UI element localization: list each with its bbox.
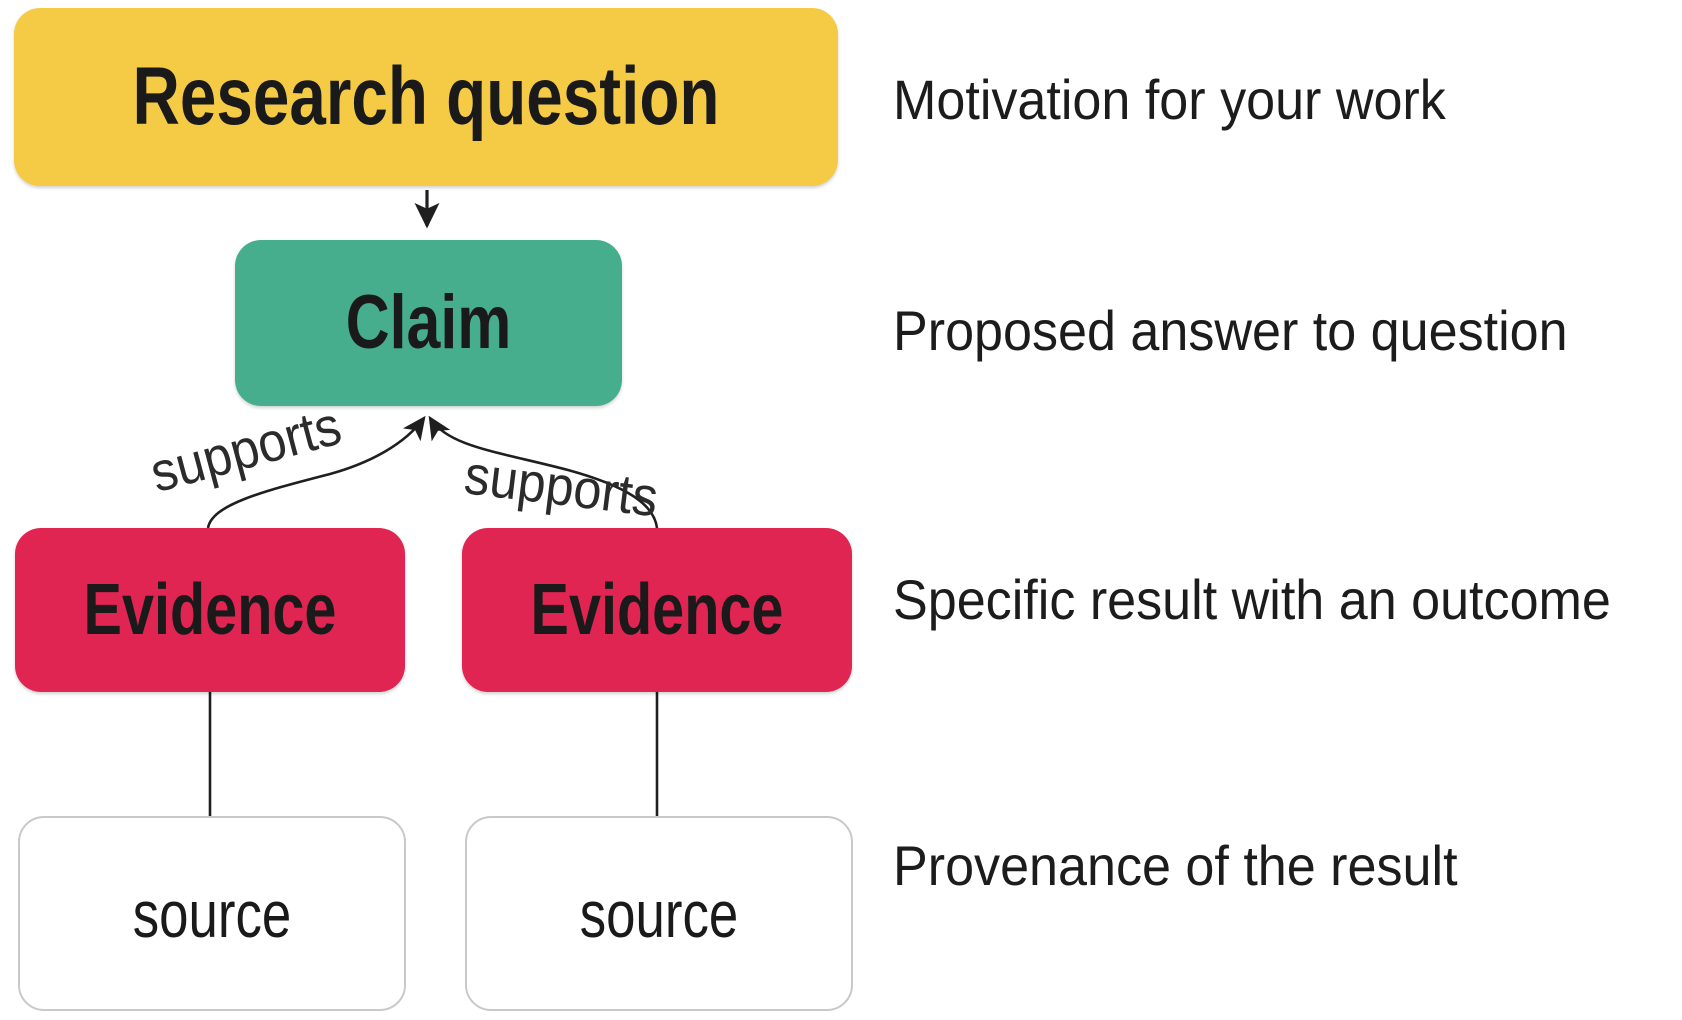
node-claim[interactable]: Claim [235,240,622,406]
edge-label-supports-left: supports [143,393,348,504]
node-research-question[interactable]: Research question [14,8,838,186]
edge-label-supports-right: supports [461,443,662,529]
node-evidence-1[interactable]: Evidence [15,528,405,692]
node-evidence-2[interactable]: Evidence [462,528,852,692]
annotation-research-question: Motivation for your work [893,68,1446,131]
node-source-1[interactable]: source [18,816,406,1011]
annotation-source: Provenance of the result [893,834,1458,897]
node-research-question-label: Research question [132,51,720,142]
annotation-claim: Proposed answer to question [893,299,1568,362]
node-claim-label: Claim [345,280,512,365]
node-source-1-label: source [132,876,292,951]
node-source-2[interactable]: source [465,816,853,1011]
node-evidence-2-label: Evidence [530,570,784,650]
node-source-2-label: source [579,876,739,951]
annotation-evidence: Specific result with an outcome [893,568,1611,631]
node-evidence-1-label: Evidence [83,570,337,650]
